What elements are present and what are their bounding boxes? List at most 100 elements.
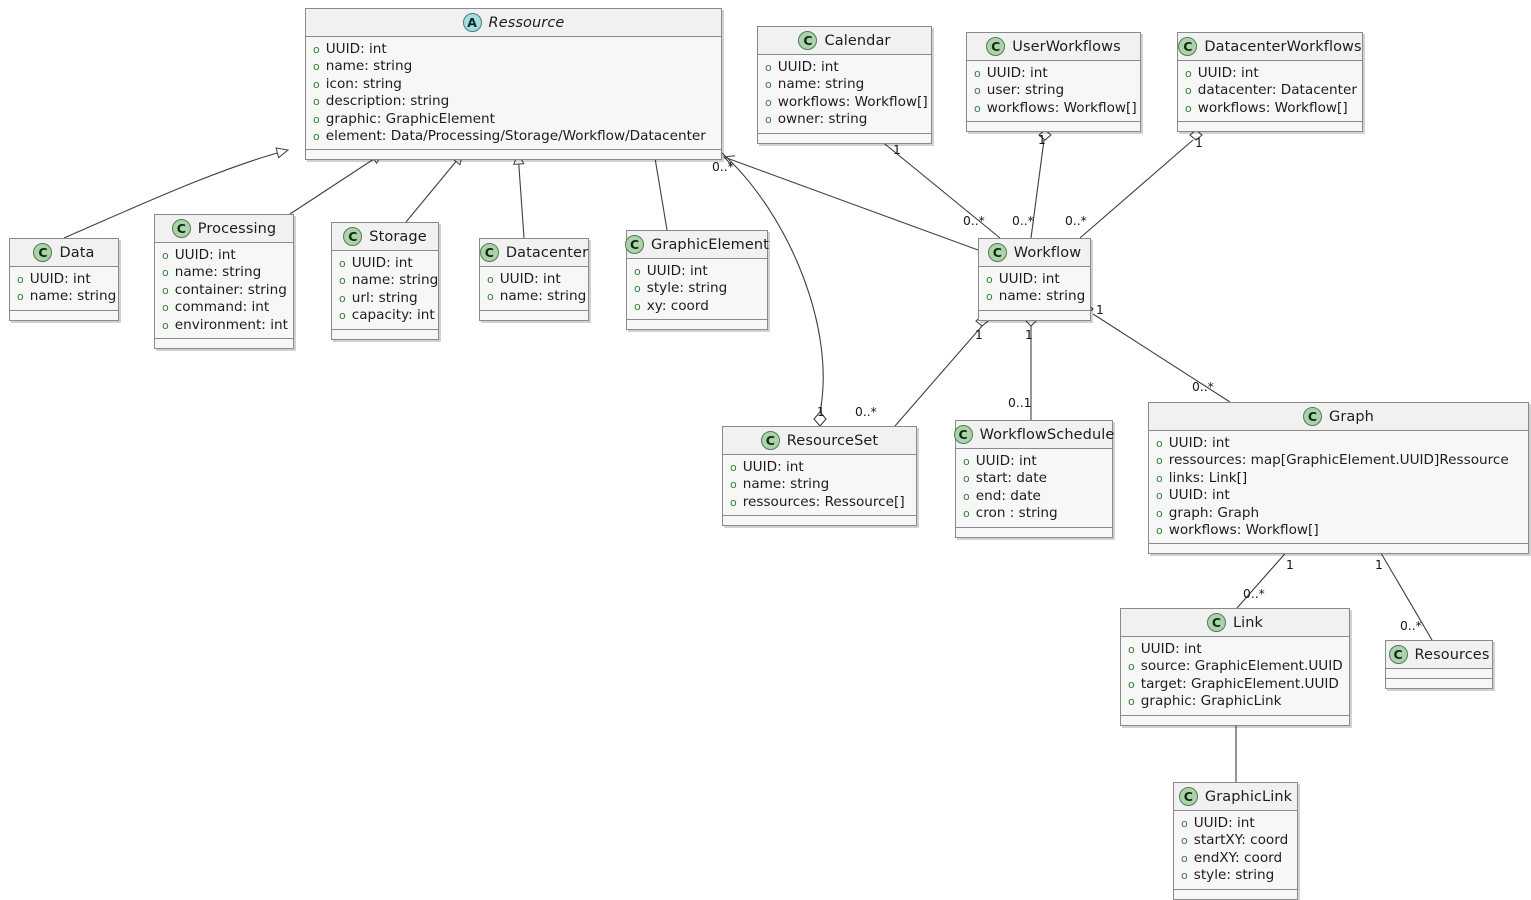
multiplicity-label-m-workflow-resourceset: 1 (975, 328, 983, 342)
class-icon: C (798, 31, 818, 50)
class-methods-workflowschedule (956, 527, 1112, 537)
visibility-marker-icon: o (1185, 101, 1192, 115)
class-icon: C (1178, 37, 1198, 56)
visibility-marker-icon: o (765, 95, 772, 109)
attribute-label: workflows: Workflow[] (1197, 99, 1348, 116)
attribute-label: ressources: map[GraphicElement.UUID]Ress… (1168, 452, 1509, 469)
class-methods-workflow (979, 310, 1090, 320)
class-name-workflow: Workflow (1013, 244, 1082, 261)
attribute-label: source: GraphicElement.UUID (1140, 658, 1343, 675)
class-header-link: C Link (1121, 609, 1349, 637)
multiplicity-label-m-graph-link-star: 0..* (1243, 587, 1265, 601)
visibility-marker-icon: o (765, 113, 772, 127)
attribute-label: description: string (325, 93, 450, 110)
class-icon: C (760, 431, 780, 450)
attribute-label: name: string (174, 264, 262, 281)
attribute-label: ressources: Ressource[] (742, 493, 905, 510)
attribute-label: UUID: int (351, 255, 413, 271)
attribute-row: o graph: Graph (1156, 505, 1520, 522)
visibility-marker-icon: o (313, 43, 320, 56)
visibility-marker-icon: o (17, 290, 24, 304)
visibility-marker-icon: o (1156, 506, 1163, 520)
visibility-marker-icon: o (1128, 695, 1135, 709)
visibility-marker-icon: o (1181, 817, 1188, 830)
attribute-label: owner: string (777, 111, 868, 128)
visibility-marker-icon: o (339, 309, 346, 323)
class-name-link: Link (1232, 614, 1264, 631)
edge-storage-to-ressource (405, 152, 464, 223)
class-name-userworkflows: UserWorkflows (1012, 38, 1121, 55)
multiplicity-label-m-calendar-1: 1 (893, 143, 901, 157)
attribute-label: graph: Graph (1168, 504, 1260, 521)
visibility-marker-icon: o (634, 282, 641, 296)
visibility-marker-icon: o (162, 301, 169, 315)
multiplicity-label-m-datacenterworkflows-1: 1 (1195, 136, 1203, 150)
attribute-label: name: string (998, 288, 1086, 305)
visibility-marker-icon: o (765, 61, 772, 74)
attribute-row: o UUID: int (1181, 815, 1289, 832)
attribute-row: o url: string (339, 290, 430, 307)
attribute-label: style: string (1193, 867, 1275, 884)
visibility-marker-icon: o (313, 112, 320, 126)
edge-ressource-to-graphicelement (654, 157, 668, 231)
class-attributes-resources (1386, 669, 1492, 679)
visibility-marker-icon: o (963, 489, 970, 503)
visibility-marker-icon: o (339, 291, 346, 305)
class-icon: C (1206, 613, 1226, 632)
multiplicity-label-m-workflow-schedule: 1 (1025, 328, 1033, 342)
class-icon: C (1178, 787, 1198, 806)
visibility-marker-icon: o (765, 78, 772, 92)
visibility-marker-icon: o (974, 101, 981, 115)
class-icon: C (1303, 407, 1322, 426)
visibility-marker-icon: o (162, 249, 169, 262)
attribute-label: UUID: int (646, 263, 708, 279)
attribute-label: UUID: int (1193, 815, 1255, 831)
attribute-label: end: date (975, 487, 1041, 504)
class-methods-resourceset (723, 516, 916, 526)
attribute-label: url: string (351, 289, 418, 306)
class-icon: C (479, 243, 499, 262)
